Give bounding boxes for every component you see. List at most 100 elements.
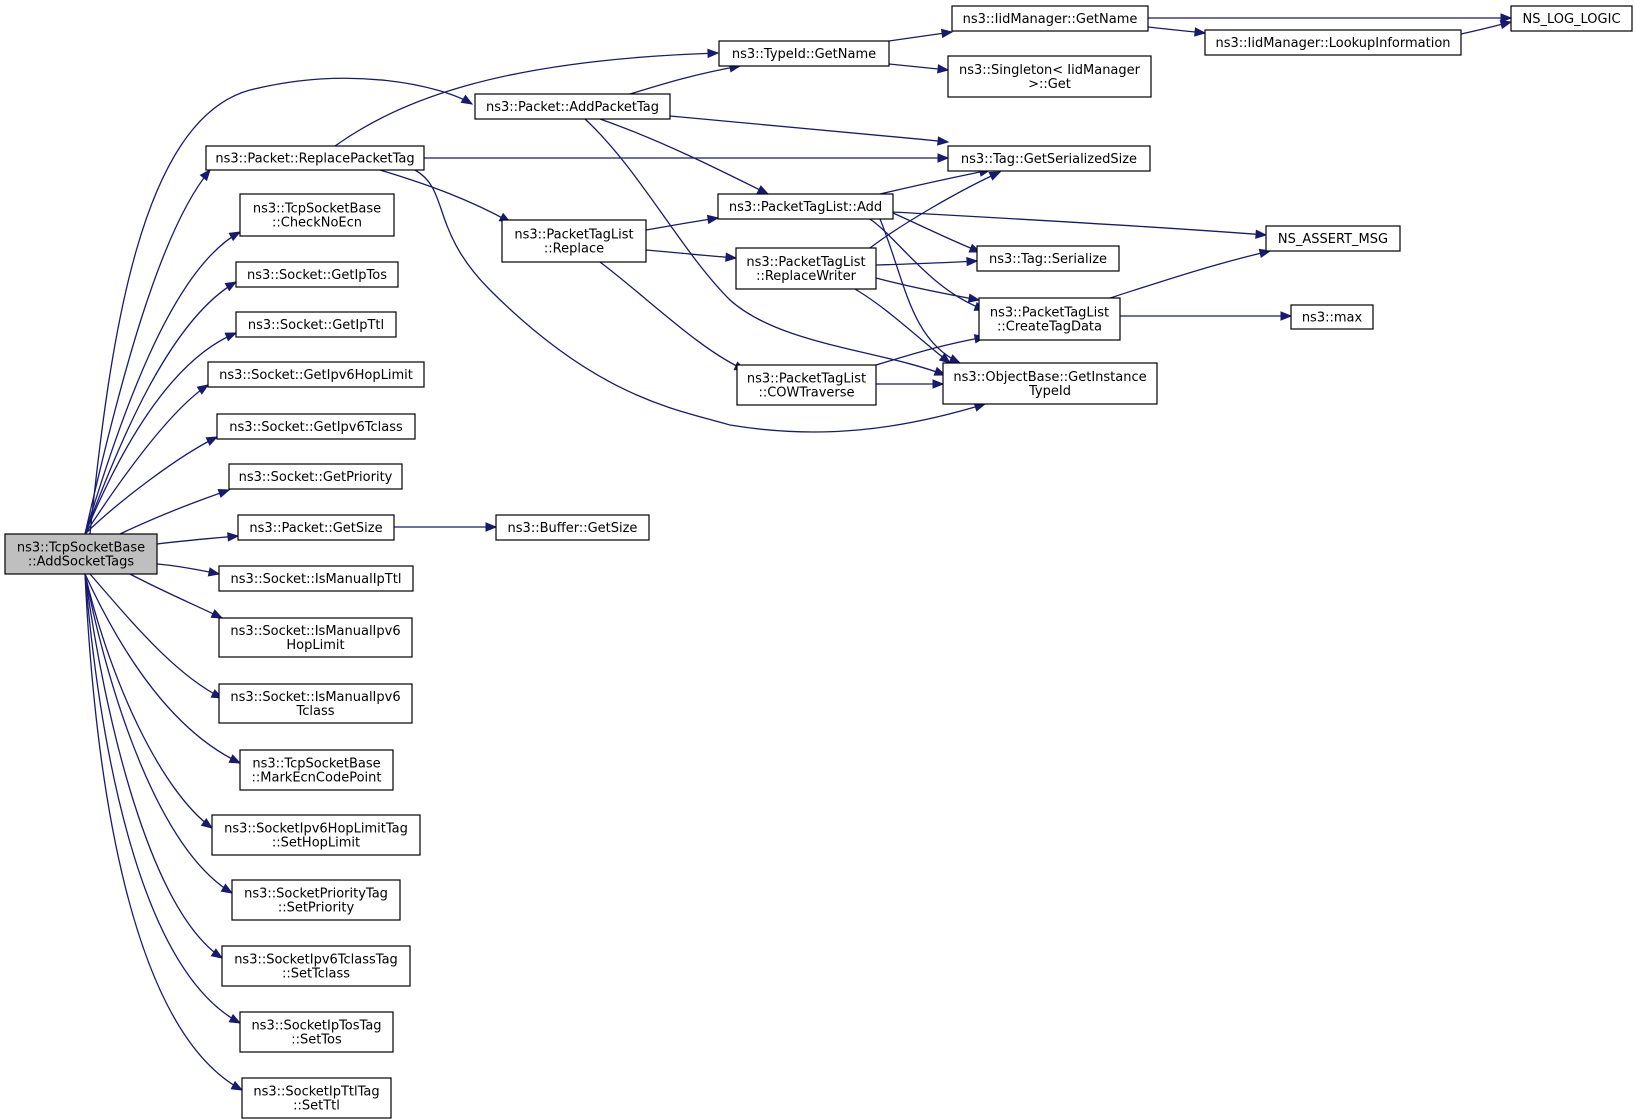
node-label: ns3::TcpSocketBase [252,757,380,772]
node-max[interactable]: ns3::max [1290,304,1374,330]
node-iidGetName[interactable]: ns3::IidManager::GetName [951,5,1149,32]
node-nsLogLogic[interactable]: NS_LOG_LOGIC [1510,5,1633,32]
node-box [241,1077,392,1119]
edge-replacePacketTag-to-tagListReplace [379,169,512,223]
node-box [218,565,414,592]
edge-line [379,169,511,223]
node-tagListReplace[interactable]: ns3::PacketTagList::Replace [501,219,647,263]
edge-root-to-setTtl [84,573,244,1091]
node-label: ns3::Singleton< IidManager [959,63,1141,78]
node-label: ns3::SocketPriorityTag [244,887,388,902]
node-label: ns3::SocketIpv6TclassTag [234,953,398,968]
edge-line [892,211,1267,236]
node-box [501,219,647,263]
arrowhead-icon [200,817,214,829]
edge-tagListReplace-to-cowTraverse [599,261,747,371]
edge-replacePacketTag-to-typeIdGetName [334,48,720,147]
arrowhead-icon [227,532,240,542]
node-tagSerialize[interactable]: ns3::Tag::Serialize [976,245,1120,272]
node-label: ::SetHopLimit [272,836,360,851]
node-checkNoEcn[interactable]: ns3::TcpSocketBase::CheckNoEcn [239,193,395,237]
node-cowTraverse[interactable]: ns3::PacketTagList::COWTraverse [736,364,877,406]
node-nsAssertMsg[interactable]: NS_ASSERT_MSG [1265,225,1401,252]
node-createTagData[interactable]: ns3::PacketTagList::CreateTagData [978,297,1121,341]
node-bufferGetSize[interactable]: ns3::Buffer::GetSize [495,514,650,541]
node-box [216,413,416,440]
node-setPriority[interactable]: ns3::SocketPriorityTag::SetPriority [231,879,401,921]
arrowhead-icon [966,256,979,267]
node-label: ns3::PacketTagList [990,306,1109,321]
edge-line [875,336,986,366]
node-lookupInformation[interactable]: ns3::IidManager::LookupInformation [1204,29,1462,56]
node-label: TypeId [1028,384,1071,399]
node-replaceWriter[interactable]: ns3::PacketTagList::ReplaceWriter [735,247,877,290]
node-label: ns3::PacketTagList [514,228,633,243]
edge-line [645,217,719,231]
node-box [239,749,394,791]
arrowhead-icon [196,384,210,395]
node-addPacketTag[interactable]: ns3::Packet::AddPacketTag [474,93,671,120]
node-box [1204,29,1462,56]
node-box [4,533,158,575]
node-setHopLimit[interactable]: ns3::SocketIpv6HopLimitTag::SetHopLimit [211,814,421,856]
arrowhead-icon [1194,27,1207,37]
node-box [1265,225,1401,252]
node-label: ::SetTclass [282,967,350,982]
node-box [211,814,421,856]
node-isManualIpTtl[interactable]: ns3::Socket::IsManualIpTtl [218,565,414,592]
edge-tagListReplace-to-replaceWriter [645,249,738,262]
node-setTclass[interactable]: ns3::SocketIpv6TclassTag::SetTclass [221,945,411,987]
node-label: ns3::Tag::GetSerializedSize [961,152,1137,167]
edge-line [869,218,986,311]
arrowhead-icon [932,379,945,389]
node-getPriority[interactable]: ns3::Socket::GetPriority [228,463,403,490]
node-box [228,463,403,490]
node-markEcnCodePoint[interactable]: ns3::TcpSocketBase::MarkEcnCodePoint [239,749,394,791]
node-replacePacketTag[interactable]: ns3::Packet::ReplacePacketTag [205,145,425,171]
edge-line [84,332,237,535]
edge-root-to-checkNoEcn [84,231,242,535]
node-setTtl[interactable]: ns3::SocketIpTtlTag::SetTtl [241,1077,392,1119]
edge-replaceWriter-to-getInstanceTypeId [854,288,952,364]
arrowhead-icon [228,1013,242,1024]
edge-createTagData-to-max [1119,311,1293,321]
edge-cowTraverse-to-getInstanceTypeId [875,379,945,389]
edge-root-to-setHopLimit [84,573,214,829]
node-typeIdGetName[interactable]: ns3::TypeId::GetName [718,40,890,67]
edge-iidGetName-to-nsLogLogic [1148,13,1513,23]
node-tagListAdd[interactable]: ns3::PacketTagList::Add [717,193,894,220]
edge-replaceWriter-to-getSerializedSize [869,171,1002,249]
edge-root-to-isManualIpTtl [156,563,221,577]
node-getIpv6Tclass[interactable]: ns3::Socket::GetIpv6Tclass [216,413,416,440]
node-setTos[interactable]: ns3::SocketIpTosTag::SetTos [239,1011,394,1053]
node-packetGetSize[interactable]: ns3::Packet::GetSize [237,514,395,541]
arrowhead-icon [210,948,224,959]
edge-layer [84,13,1513,1091]
edge-replacePacketTag-to-getSerializedSize [423,153,950,163]
arrowhead-icon [756,185,770,195]
edge-root-to-setTos [84,573,242,1024]
edge-addPacketTag-to-typeIdGetName [629,63,742,95]
node-getIpTtl[interactable]: ns3::Socket::GetIpTtl [235,311,397,338]
node-box [237,514,395,541]
node-box [205,145,425,171]
node-label: ns3::SocketIpv6HopLimitTag [224,822,408,837]
arrowhead-icon [1255,229,1268,239]
arrowhead-icon [937,136,950,146]
node-singletonGet[interactable]: ns3::Singleton< IidManager >::Get [947,55,1152,98]
node-box [235,311,397,338]
node-getSerializedSize[interactable]: ns3::Tag::GetSerializedSize [947,145,1151,172]
edge-line [584,118,946,376]
node-label: ::MarkEcnCodePoint [252,771,382,786]
node-box [1290,304,1374,330]
node-getIpv6HopLimit[interactable]: ns3::Socket::GetIpv6HopLimit [207,361,425,388]
edge-packetGetSize-to-bufferGetSize [394,522,498,532]
node-getIpTos[interactable]: ns3::Socket::GetIpTos [235,261,399,288]
node-box [1510,5,1633,32]
node-box [735,247,877,290]
node-root[interactable]: ns3::TcpSocketBase::AddSocketTags [4,533,158,575]
